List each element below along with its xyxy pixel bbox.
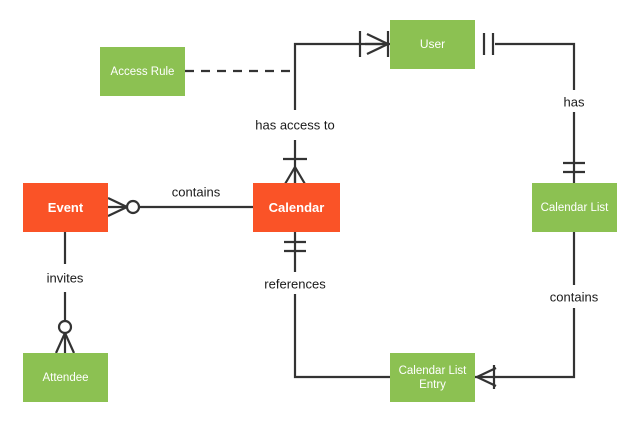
entity-user[interactable]: User — [390, 20, 475, 69]
connector-user-calendar-upper — [293, 42, 390, 110]
cardinality-exactly-one-user-right — [482, 33, 495, 55]
cardinality-exactly-one-calendar-bottom — [284, 240, 306, 253]
entity-calendar-list-entry[interactable]: Calendar List Entry — [390, 353, 475, 402]
connector-user-calendarlist-upper — [495, 42, 576, 90]
entity-calendar[interactable]: Calendar — [253, 183, 340, 232]
cardinality-one-or-many-user-left — [358, 31, 390, 57]
cardinality-zero-or-many-event-right — [106, 197, 141, 217]
relationship-label-has-access-to: has access to — [252, 117, 338, 133]
cardinality-zero-or-many-attendee-top — [54, 319, 76, 354]
cardinality-one-or-many-entry-right — [475, 365, 497, 389]
relationship-label-has: has — [560, 94, 588, 110]
entity-calendar-list[interactable]: Calendar List — [532, 183, 617, 232]
cardinality-one-or-many-calendar-top — [283, 157, 307, 185]
relationship-label-references: references — [261, 276, 329, 292]
cardinality-exactly-one-calendarlist-top — [563, 161, 585, 174]
entity-access-rule[interactable]: Access Rule — [100, 47, 185, 96]
relationship-label-contains-calendarlist-entry: contains — [546, 289, 602, 305]
entity-attendee[interactable]: Attendee — [23, 353, 108, 402]
connector-calendar-entry-lower — [293, 294, 390, 379]
relationship-label-invites: invites — [43, 270, 87, 286]
connector-calendarlist-entry-lower — [496, 308, 576, 379]
entity-event[interactable]: Event — [23, 183, 108, 232]
relationship-label-contains-event-calendar: contains — [168, 184, 224, 200]
